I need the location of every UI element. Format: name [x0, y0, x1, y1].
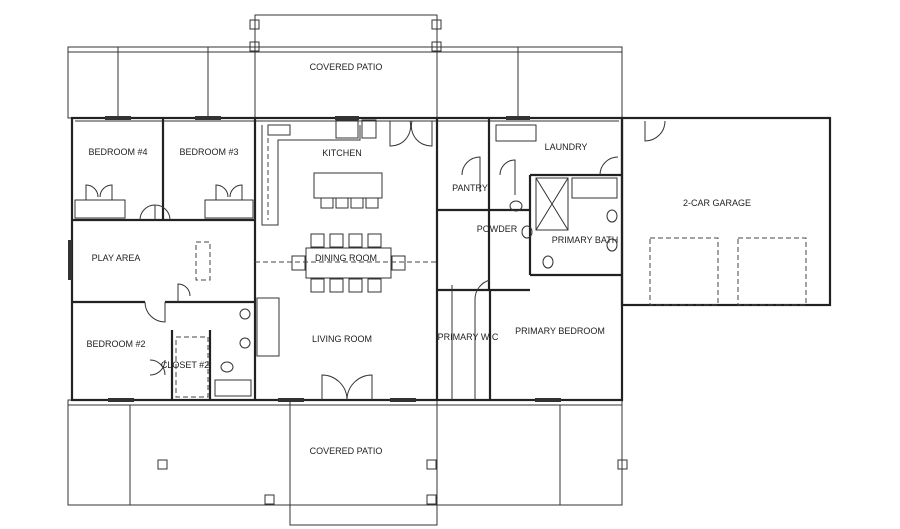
bottom-porch [67, 399, 628, 526]
label-bedroom-3: BEDROOM #3 [179, 147, 238, 157]
label-primary-wic: PRIMARY WIC [438, 332, 499, 342]
label-living-room: LIVING ROOM [312, 334, 372, 344]
label-kitchen: KITCHEN [322, 148, 362, 158]
windows [68, 116, 561, 402]
label-primary-bath: PRIMARY BATH [552, 235, 619, 245]
label-powder: POWDER [477, 224, 518, 234]
label-covered-patio-bottom: COVERED PATIO [310, 446, 383, 456]
doors [85, 120, 666, 401]
furniture [214, 119, 807, 397]
label-closet-2: CLOSET #2 [161, 360, 209, 370]
closets [74, 199, 254, 398]
label-bedroom-4: BEDROOM #4 [88, 147, 147, 157]
room-labels: COVERED PATIO COVERED PATIO BEDROOM #4 B… [86, 62, 751, 456]
label-primary-bedroom: PRIMARY BEDROOM [515, 326, 605, 336]
label-garage: 2-CAR GARAGE [683, 198, 751, 208]
label-dining-room: DINING ROOM [315, 253, 377, 263]
label-play-area: PLAY AREA [92, 253, 141, 263]
label-laundry: LAUNDRY [545, 142, 588, 152]
label-covered-patio-top: COVERED PATIO [310, 62, 383, 72]
label-pantry: PANTRY [452, 183, 488, 193]
house-walls [70, 116, 832, 402]
label-bedroom-2: BEDROOM #2 [86, 339, 145, 349]
